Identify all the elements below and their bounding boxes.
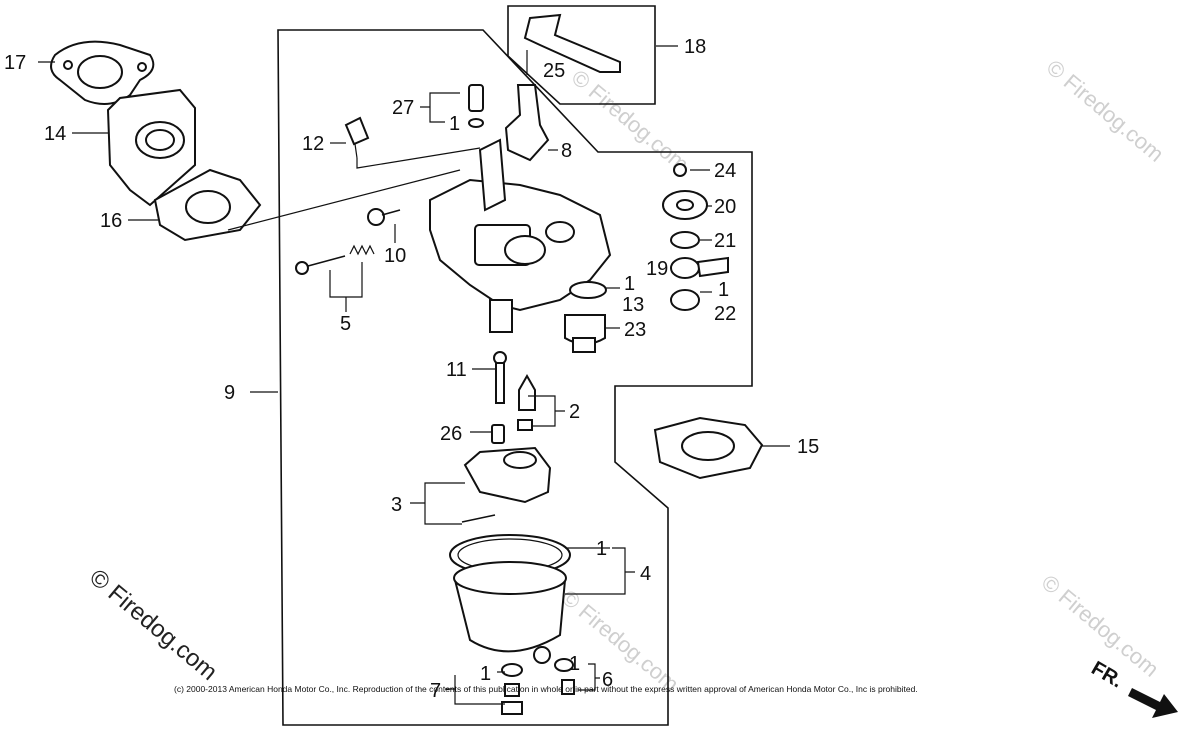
callout-14: 14 xyxy=(44,123,66,145)
watermark-bottom-center: © Firedog.com xyxy=(557,585,684,697)
screw-10 xyxy=(367,208,401,226)
plate-20 xyxy=(662,190,708,220)
callout-6: 6 xyxy=(602,669,613,691)
washer-21 xyxy=(670,231,700,249)
callout-1-e: 1 xyxy=(480,663,491,685)
float-bowl-4 xyxy=(449,534,571,664)
washer-6 xyxy=(554,658,574,672)
callout-1-a: 1 xyxy=(449,113,460,135)
callout-3: 3 xyxy=(391,494,402,516)
callout-1-f: 1 xyxy=(569,653,580,675)
leader-16-carb xyxy=(227,169,461,231)
fr-label: FR. xyxy=(1088,657,1127,692)
callout-23: 23 xyxy=(624,319,646,341)
carburetor-body xyxy=(429,138,612,333)
arrow-icon xyxy=(1128,688,1178,718)
callout-7: 7 xyxy=(430,680,441,702)
callout-8: 8 xyxy=(561,140,572,162)
bolt-6 xyxy=(561,679,575,695)
cup-23 xyxy=(564,314,606,353)
callout-11: 11 xyxy=(446,359,467,381)
screw-27 xyxy=(468,84,484,128)
callout-9: 9 xyxy=(224,382,235,404)
callout-27: 27 xyxy=(392,97,414,119)
callout-15: 15 xyxy=(797,436,819,458)
gasket-17 xyxy=(50,40,155,105)
callout-12: 12 xyxy=(302,133,324,155)
callout-13: 13 xyxy=(622,294,644,316)
callout-1-c: 1 xyxy=(624,273,635,295)
lever-boundary xyxy=(507,5,656,105)
callout-4: 4 xyxy=(640,563,651,585)
callout-1-b: 1 xyxy=(718,279,729,301)
lever-19 xyxy=(670,256,729,279)
link-8 xyxy=(504,84,550,162)
lever-18 xyxy=(523,13,621,73)
watermark-top-right: © Firedog.com xyxy=(1042,55,1169,167)
callout-20: 20 xyxy=(714,196,736,218)
watermark-bottom-left: © Firedog.com xyxy=(84,564,222,686)
callout-2: 2 xyxy=(569,401,580,423)
clip-12 xyxy=(344,116,370,159)
callout-22: 22 xyxy=(714,303,736,325)
callout-26: 26 xyxy=(440,423,462,445)
gasket-16 xyxy=(153,168,262,242)
leader-lines xyxy=(38,45,790,705)
callout-25: 25 xyxy=(543,60,565,82)
washer-7 xyxy=(501,663,523,677)
jet-26 xyxy=(491,424,505,444)
gasket-15 xyxy=(653,416,764,480)
leader-12 xyxy=(356,147,481,169)
callout-16: 16 xyxy=(100,210,122,232)
screw-24 xyxy=(673,163,687,177)
jet-11 xyxy=(493,351,507,404)
ring-13 xyxy=(569,281,607,299)
callout-21: 21 xyxy=(714,230,736,252)
cap-22 xyxy=(670,289,700,311)
copyright-notice: (c) 2000-2013 American Honda Motor Co., … xyxy=(174,684,918,694)
callout-17: 17 xyxy=(4,52,26,74)
callout-10: 10 xyxy=(384,245,406,267)
assembly-boundary xyxy=(277,29,753,726)
float-3 xyxy=(461,446,552,523)
bolt-7 xyxy=(501,683,523,715)
callout-19: 19 xyxy=(646,258,668,280)
callout-5: 5 xyxy=(340,313,351,335)
screw-5 xyxy=(295,244,375,275)
callout-1-d: 1 xyxy=(596,538,607,560)
watermark-top-center: © Firedog.com xyxy=(567,65,694,177)
callout-24: 24 xyxy=(714,160,736,182)
needle-2 xyxy=(517,373,536,431)
callout-18: 18 xyxy=(684,36,706,58)
insulator-14 xyxy=(106,88,196,207)
